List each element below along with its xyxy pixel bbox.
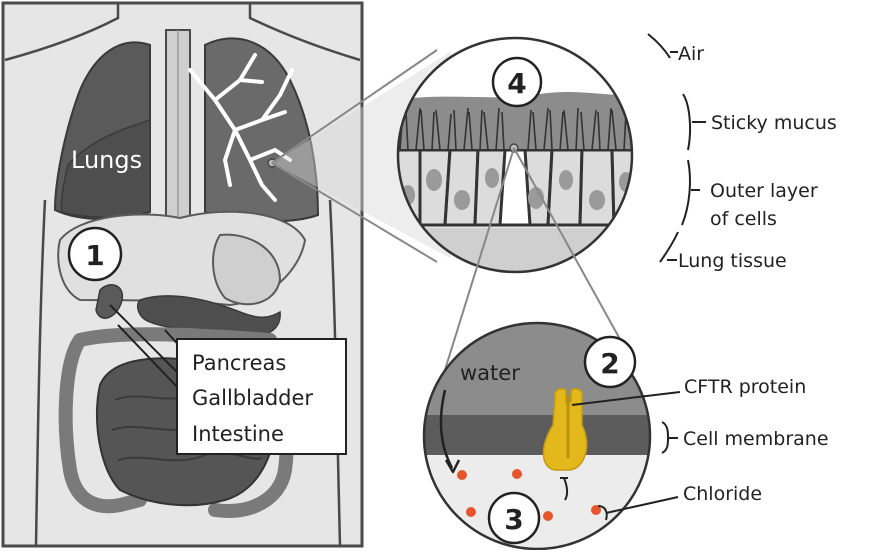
bracket-tissue (660, 232, 678, 262)
marker-4: 4 (493, 58, 541, 106)
marker-3: 3 (489, 493, 539, 543)
bracket-air (648, 34, 670, 58)
bracket-cells (682, 160, 690, 225)
label-air: Air (678, 43, 704, 65)
marker-2: 2 (585, 337, 635, 387)
lungs-label: Lungs (71, 146, 142, 174)
label-sticky-mucus: Sticky mucus (711, 112, 837, 134)
label-cftr-protein: CFTR protein (684, 376, 806, 398)
callout-gallbladder: Gallbladder (192, 386, 313, 410)
chloride-ion (466, 507, 476, 517)
highlighted-cell (500, 150, 530, 225)
label-of-cells: of cells (710, 208, 777, 230)
callout-pancreas: Pancreas (192, 351, 286, 375)
label-outer-layer: Outer layer (710, 180, 818, 202)
membrane-band (420, 415, 660, 455)
marker-2-label: 2 (600, 347, 619, 380)
cytoplasm-band (420, 455, 660, 550)
callout-intestine: Intestine (192, 422, 284, 446)
marker-4-label: 4 (507, 67, 526, 100)
chloride-ion (512, 469, 522, 479)
layer-brackets (648, 34, 690, 262)
marker-1: 1 (69, 228, 121, 280)
marker-1-label: 1 (85, 239, 104, 272)
label-chloride: Chloride (683, 483, 762, 505)
organ-callout: Pancreas Gallbladder Intestine (177, 339, 346, 454)
chloride-ion (457, 470, 467, 480)
bracket-mucus (683, 94, 690, 150)
label-cell-membrane: Cell membrane (683, 428, 829, 450)
marker-3-label: 3 (504, 503, 523, 536)
label-lung-tissue: Lung tissue (678, 250, 787, 272)
chloride-ion (543, 511, 553, 521)
label-water: water (460, 361, 520, 385)
membrane-bracket (662, 422, 668, 453)
